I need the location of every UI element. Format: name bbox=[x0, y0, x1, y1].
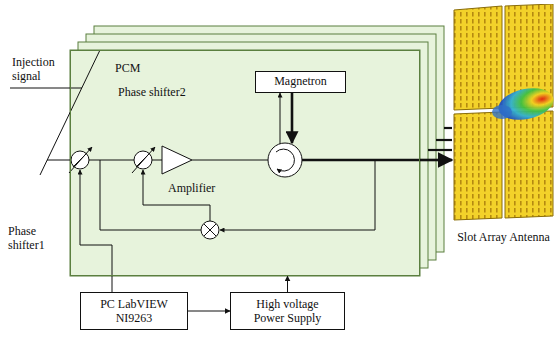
connector-arrow bbox=[420, 159, 452, 162]
antenna-array: Slot Array Antenna bbox=[452, 4, 555, 244]
antenna-panel bbox=[454, 6, 502, 110]
magnetron-box: Magnetron bbox=[255, 71, 346, 93]
svg-polyline bbox=[100, 160, 201, 230]
connector-arrow bbox=[287, 276, 288, 292]
signal-label: Injection signal bbox=[12, 55, 68, 83]
controller-box: PC LabVIEW NI9263 bbox=[80, 292, 188, 330]
signal-label: Amplifier bbox=[168, 181, 215, 195]
antenna-panel bbox=[454, 112, 502, 220]
signal-label: Phase shifter1 bbox=[8, 224, 60, 252]
svg-line bbox=[10, 88, 82, 89]
signal-label: Phase shifter2 bbox=[118, 85, 186, 99]
node-text: PC LabVIEW NI9263 bbox=[95, 297, 173, 325]
amplifier-symbol bbox=[162, 146, 192, 174]
svg-line bbox=[192, 160, 268, 161]
svg-line bbox=[69, 147, 92, 173]
svg-line bbox=[444, 127, 452, 129]
high-power-lines bbox=[292, 92, 420, 160]
phase-shifter-symbol bbox=[69, 147, 155, 173]
svg-circle bbox=[268, 143, 302, 177]
svg-line bbox=[302, 159, 420, 162]
svg-line bbox=[436, 139, 452, 141]
module-output-lines bbox=[428, 128, 452, 150]
svg-line bbox=[280, 93, 281, 144]
svg-line bbox=[428, 149, 452, 151]
node-text: High voltage Power Supply bbox=[245, 297, 330, 325]
power-supply-box: High voltage Power Supply bbox=[230, 292, 345, 330]
antenna-panel bbox=[505, 111, 553, 218]
beam-base bbox=[492, 105, 512, 119]
svg-circle bbox=[201, 221, 219, 239]
svg-line bbox=[132, 147, 155, 173]
node-text: PCM bbox=[115, 61, 140, 75]
svg-line bbox=[204, 224, 216, 236]
mixer-symbol bbox=[201, 221, 219, 239]
svg-line bbox=[47, 160, 71, 161]
svg-rect bbox=[70, 50, 420, 276]
node-text: Magnetron bbox=[258, 74, 343, 88]
svg-line bbox=[89, 160, 134, 161]
svg-polyline bbox=[143, 170, 210, 221]
injection-line bbox=[10, 50, 100, 175]
svg-line bbox=[204, 224, 216, 236]
module-panel: PCM Magnetron bbox=[70, 50, 420, 276]
node-text: Slot Array Antenna bbox=[452, 230, 555, 244]
svg-line bbox=[291, 92, 294, 143]
svg-path bbox=[276, 149, 294, 171]
svg-polyline bbox=[80, 170, 112, 292]
stacked-module-panels bbox=[70, 26, 444, 276]
slot-array-antenna-figure bbox=[452, 4, 555, 226]
circulator-symbol bbox=[268, 143, 302, 177]
connector-arrow bbox=[188, 311, 230, 312]
signal-wires bbox=[80, 93, 375, 292]
svg-line bbox=[152, 160, 162, 161]
